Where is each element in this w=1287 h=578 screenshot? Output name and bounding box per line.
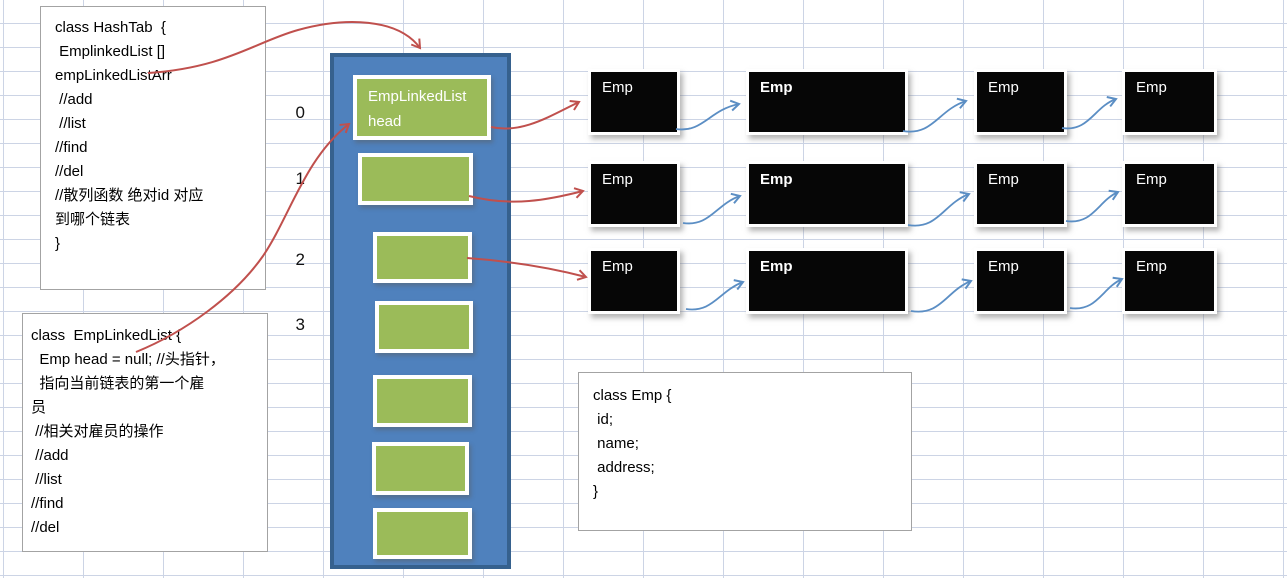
array-cell-1: [358, 153, 473, 205]
emp-node-label: Emp: [988, 171, 1019, 188]
emp-node-label: Emp: [1136, 258, 1167, 275]
pointer-list0-n1-n2: [902, 97, 968, 133]
array-index-label: 1: [295, 169, 305, 188]
pointer-list2-n1-n2: [910, 278, 973, 313]
emp-node-list1-pos1: Emp: [746, 161, 908, 227]
array-cell-2: [373, 232, 472, 283]
code-line: class Emp {: [593, 387, 672, 404]
emp-node-label: Emp: [602, 79, 633, 96]
emp-node-label: Emp: [988, 258, 1019, 275]
array-head-label-line2: head: [368, 113, 402, 130]
code-line: //add: [31, 447, 69, 464]
emp-node-label: Emp: [988, 79, 1019, 96]
emp-node-list0-pos1: Emp: [746, 69, 908, 135]
emp-node-list2-pos2: Emp: [974, 248, 1067, 314]
array-index-label: 3: [295, 315, 305, 334]
array-cell-head: EmpLinkedList head: [353, 75, 491, 140]
array-index-label: 0: [295, 103, 305, 122]
code-line: 员: [31, 399, 47, 416]
emp-node-label: Emp: [602, 171, 633, 188]
emp-node-list1-pos3: Emp: [1122, 161, 1217, 227]
emp-node-label: Emp: [1136, 171, 1167, 188]
emp-node-list0-pos3: Emp: [1122, 69, 1217, 135]
array-cell-4: [373, 375, 472, 427]
emp-node-label: Emp: [602, 258, 633, 275]
code-line: }: [55, 235, 61, 252]
emp-node-list1-pos2: Emp: [974, 161, 1067, 227]
pointer-list0-n2-n3: [1061, 96, 1118, 130]
code-line: address;: [593, 459, 655, 476]
code-line: class EmpLinkedList {: [31, 327, 182, 344]
code-line: //add: [55, 91, 93, 108]
code-line: //散列函数 绝对id 对应: [55, 187, 204, 204]
pointer-list1-n1-n2: [907, 191, 971, 227]
code-line: empLinkedListArr: [55, 67, 172, 84]
array-index-label: 2: [295, 250, 305, 269]
hashtab-class-box: class HashTab { EmplinkedList [] empLinke…: [40, 6, 266, 290]
code-line: //del: [55, 163, 84, 180]
code-line: //list: [31, 471, 62, 488]
emp-node-list1-pos0: Emp: [588, 161, 680, 227]
pointer-list2-n0-n1: [685, 279, 745, 311]
code-line: //list: [55, 115, 86, 132]
array-head-label-line1: EmpLinkedList: [368, 88, 467, 105]
emp-class-box: class Emp { id; name; address;}: [578, 372, 912, 531]
emp-node-list0-pos0: Emp: [588, 69, 680, 135]
array-cell-5: [372, 442, 469, 495]
pointer-list2-n2-n3: [1069, 276, 1124, 310]
emp-node-list2-pos3: Emp: [1122, 248, 1217, 314]
emp-node-list0-pos2: Emp: [974, 69, 1067, 135]
emplinkedlist-class-box: class EmpLinkedList { Emp head = null; /…: [22, 313, 268, 552]
code-line: 到哪个链表: [55, 211, 131, 228]
hash-array-rect: EmpLinkedList head: [330, 53, 511, 569]
code-line: class HashTab {: [55, 19, 166, 36]
code-line: //相关对雇员的操作: [31, 423, 164, 440]
pointer-list1-n2-n3: [1065, 189, 1120, 223]
pointer-list1-n0-n1: [682, 192, 742, 225]
emp-node-label: Emp: [760, 258, 793, 275]
pointer-list0-n0-n1: [675, 99, 741, 131]
emp-node-list2-pos0: Emp: [588, 248, 680, 314]
array-cell-3: [375, 301, 473, 353]
emp-node-label: Emp: [760, 79, 793, 96]
emp-node-label: Emp: [760, 171, 793, 188]
code-line: id;: [593, 411, 614, 428]
code-line: Emp head = null; //头指针，: [31, 351, 225, 368]
code-line: EmplinkedList []: [55, 43, 166, 60]
code-line: //find: [55, 139, 88, 156]
array-cell-6: [373, 508, 472, 559]
code-line: //find: [31, 495, 64, 512]
code-line: 指向当前链表的第一个雇: [31, 375, 205, 392]
emp-node-label: Emp: [1136, 79, 1167, 96]
emp-node-list2-pos1: Emp: [746, 248, 908, 314]
code-line: }: [593, 483, 599, 500]
code-line: name;: [593, 435, 639, 452]
code-line: //del: [31, 519, 60, 536]
